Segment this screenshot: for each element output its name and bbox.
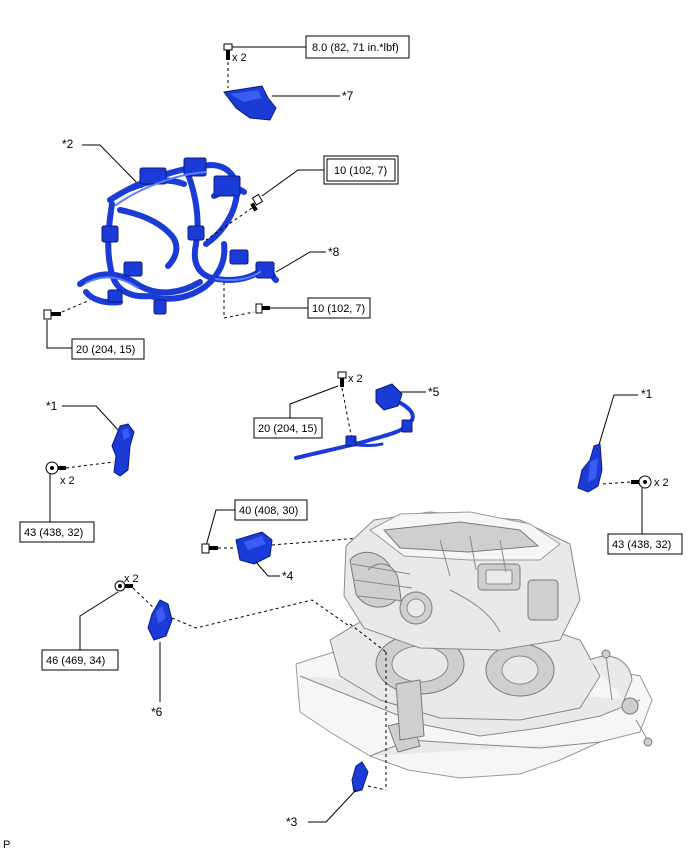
torque-value-left-harness: 20 (204, 15) bbox=[76, 344, 135, 356]
bolt-upper-harness bbox=[250, 193, 264, 212]
torque-value-upper-harness: 10 (102, 7) bbox=[334, 165, 387, 177]
qty-part6: x 2 bbox=[124, 573, 139, 585]
part1-right-bracket bbox=[577, 443, 603, 493]
torque-box-part6: 46 (469, 34) bbox=[41, 649, 119, 671]
torque-box-part1-right: 43 (438, 32) bbox=[607, 533, 683, 555]
callout-part1-left: *1 bbox=[46, 399, 58, 413]
bolt-part7 bbox=[223, 43, 233, 60]
callout-part7: *7 bbox=[342, 89, 354, 103]
torque-value-part1-left: 43 (438, 32) bbox=[24, 527, 83, 539]
part4-bracket bbox=[235, 531, 273, 565]
part5-wire-harness bbox=[294, 383, 415, 460]
qty-part1-left: x 2 bbox=[60, 475, 75, 487]
qty-part7: x 2 bbox=[232, 52, 247, 64]
torque-value-part5: 20 (204, 15) bbox=[258, 423, 317, 435]
bolt-part6 bbox=[114, 580, 133, 592]
bolt-part5 bbox=[337, 371, 347, 387]
torque-box-left-harness: 20 (204, 15) bbox=[71, 338, 145, 360]
torque-box-part4: 40 (408, 30) bbox=[234, 499, 308, 521]
callout-part1-right: *1 bbox=[641, 387, 653, 401]
bolt-part4 bbox=[201, 543, 218, 554]
torque-box-lower-harness: 10 (102, 7) bbox=[307, 297, 371, 319]
part3-bracket bbox=[351, 761, 369, 793]
torque-value-part4: 40 (408, 30) bbox=[239, 505, 298, 517]
part7-bracket bbox=[223, 85, 277, 121]
torque-value-part6: 46 (469, 34) bbox=[46, 655, 105, 667]
torque-box-part5: 20 (204, 15) bbox=[253, 417, 323, 439]
part2-engine-wire-harness bbox=[77, 157, 279, 315]
callout-part4: *4 bbox=[282, 569, 294, 583]
torque-box-part7: 8.0 (82, 71 in.*lbf) bbox=[305, 35, 410, 59]
torque-value-lower-harness: 10 (102, 7) bbox=[312, 303, 365, 315]
part6-plate bbox=[147, 599, 173, 641]
torque-value-part7: 8.0 (82, 71 in.*lbf) bbox=[312, 42, 399, 54]
bolt-lower-harness bbox=[255, 303, 270, 314]
part1-left-bracket bbox=[111, 423, 135, 477]
bolt-part1-left bbox=[45, 461, 66, 475]
qty-part1-right: x 2 bbox=[654, 477, 669, 489]
callout-part5: *5 bbox=[428, 385, 440, 399]
callout-part3: *3 bbox=[286, 815, 298, 829]
torque-box-upper-harness: 10 (102, 7) bbox=[323, 155, 399, 185]
torque-box-part1-left: 43 (438, 32) bbox=[19, 521, 95, 543]
qty-part5: x 2 bbox=[348, 373, 363, 385]
bolt-part1-right bbox=[631, 475, 652, 489]
corner-letter: P bbox=[3, 839, 10, 851]
callout-part2: *2 bbox=[62, 137, 74, 151]
engine-transaxle-assembly bbox=[295, 511, 653, 779]
bolt-left-harness bbox=[43, 309, 61, 320]
callout-part6: *6 bbox=[151, 705, 163, 719]
callout-part8: *8 bbox=[328, 245, 340, 259]
torque-value-part1-right: 43 (438, 32) bbox=[612, 539, 671, 551]
